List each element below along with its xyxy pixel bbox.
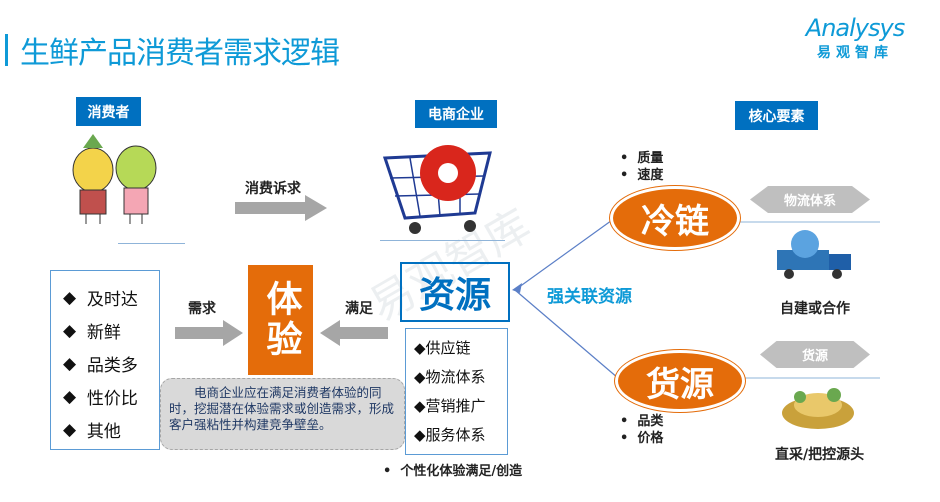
need-item: ◆ 及时达 [63,287,138,311]
resource-list: ◆供应链 ◆物流体系 ◆营销推广 ◆服务体系 [405,328,508,455]
resources-box: 资源 [400,262,510,322]
farm-icon [782,388,854,429]
shopping-cart-icon [382,145,492,234]
divider [380,240,505,241]
consumer-needs-list: ◆ 及时达 ◆ 新鲜 ◆ 品类多 ◆ 性价比 ◆ 其他 [50,270,160,450]
arrow-right-icon [235,195,327,221]
cold-chain-caption: 自建或合作 [780,301,850,317]
need-item: ◆ 新鲜 [63,320,121,344]
tag-ecommerce: 电商企业 [415,100,497,128]
appeal-label: 消费诉求 [245,181,301,197]
cold-chain-bullets: • 质量 • 速度 [620,151,664,183]
supply-ellipse: 货源 [615,350,745,412]
analysys-logo: Analysys 易观智库 [805,14,905,61]
personalized-bullet: • 个性化体验满足/创造 [383,464,523,479]
supply-bullets: • 品类 • 价格 [620,414,664,446]
need-item: ◆ 其他 [63,419,121,443]
resource-item: ◆营销推广 [414,396,486,416]
title-accent-bar [5,34,8,66]
experience-box: 体验 [248,265,313,375]
strong-link-label: 强关联资源 [547,287,632,307]
resource-item: ◆服务体系 [414,425,486,445]
arrow-left-icon [320,320,388,346]
need-item: ◆ 品类多 [63,353,138,377]
tag-consumer: 消费者 [76,97,141,126]
consumer-cartoon-icon [72,134,157,224]
cold-chain-ellipse: 冷链 [610,186,740,250]
need-item: ◆ 性价比 [63,386,138,410]
arrow-right-icon [175,320,243,346]
note-callout: 电商企业应在满足消费者体验的同时，挖掘潜在体验需求或创造需求，形成客户强粘性并构… [160,378,405,450]
logistics-system-tag: 物流体系 [750,186,870,213]
supply-caption: 直采/把控源头 [775,447,865,463]
satisfy-label: 满足 [345,301,373,317]
supply-tag: 货源 [760,341,870,368]
resource-item: ◆物流体系 [414,367,486,387]
divider [118,243,185,244]
resource-item: ◆供应链 [414,338,471,358]
page-title: 生鲜产品消费者需求逻辑 [20,36,340,71]
demand-label: 需求 [188,301,216,317]
tag-core-elements: 核心要素 [735,101,818,130]
delivery-truck-icon [777,230,851,279]
